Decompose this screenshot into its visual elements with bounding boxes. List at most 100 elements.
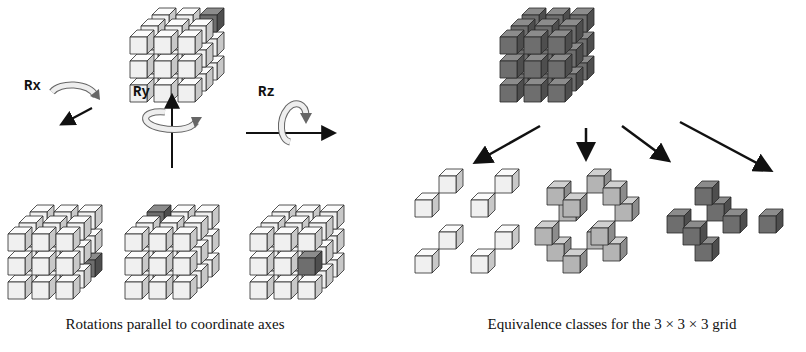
cube-face (495, 176, 512, 193)
cube-face (201, 264, 208, 288)
cube-face (683, 228, 700, 245)
cube-face (171, 54, 178, 78)
cube-face (25, 227, 32, 251)
cube-face (95, 229, 102, 253)
cube-face (500, 61, 517, 78)
cube-face (49, 227, 56, 251)
cube-face (552, 221, 559, 245)
cube-face (603, 244, 620, 261)
cube-face (576, 43, 583, 67)
cube-face (130, 37, 147, 54)
cube-face (432, 193, 439, 217)
cube-face (723, 216, 740, 233)
cube-face (541, 30, 548, 54)
cube-face (125, 234, 142, 251)
cube-face (591, 228, 608, 245)
cube-face (512, 169, 519, 193)
cube-face (620, 237, 627, 261)
cube-face (267, 227, 274, 251)
cube-face (178, 85, 195, 102)
cube-face (439, 232, 456, 249)
cube-face (206, 67, 213, 91)
cube-face (535, 228, 552, 245)
cube-face (712, 181, 719, 205)
cube-face (291, 227, 298, 251)
cube-face (173, 234, 190, 251)
class-arrows (476, 122, 770, 170)
cube-face (84, 240, 91, 264)
cube-face (25, 275, 32, 299)
cube-face (488, 249, 495, 273)
cube-face (173, 258, 190, 275)
cube-face (524, 61, 541, 78)
cube-face (154, 37, 171, 54)
cube-face (587, 176, 604, 193)
rotation-z-icon (246, 104, 334, 142)
cube-face (178, 61, 195, 78)
cube-face (512, 225, 519, 249)
cube-face (620, 181, 627, 205)
cube-face (291, 275, 298, 299)
cube-face (700, 221, 707, 245)
cube-face (195, 30, 202, 54)
cube-face (337, 253, 344, 277)
cube-face (495, 232, 512, 249)
cube-face (217, 8, 224, 32)
cube-face (25, 251, 32, 275)
cube-face (326, 216, 333, 240)
cube-face (154, 61, 171, 78)
cube-face (217, 32, 224, 56)
cube-face (154, 85, 171, 102)
cube-face (315, 251, 322, 275)
cube-face (142, 227, 149, 251)
cube-face (326, 264, 333, 288)
cube-face (73, 251, 80, 275)
cube-face (500, 37, 517, 54)
cube-face (326, 240, 333, 264)
cube-face (315, 275, 322, 299)
cube-face (84, 264, 91, 288)
cube-face (565, 30, 572, 54)
cube-face (149, 234, 166, 251)
cube-face (56, 234, 73, 251)
cube-face (147, 54, 154, 78)
cube-face (274, 234, 291, 251)
cube-face (667, 216, 684, 233)
cube-face (206, 43, 213, 67)
cube-face (195, 78, 202, 102)
cube-face (178, 37, 195, 54)
cube-face (415, 256, 432, 273)
cube-face (471, 256, 488, 273)
cube-face (267, 251, 274, 275)
cube-face (547, 244, 564, 261)
cube-face (337, 229, 344, 253)
cube-face (32, 258, 49, 275)
cube-face (149, 258, 166, 275)
cube-face (274, 282, 291, 299)
cube-face (580, 249, 587, 273)
cube-face (212, 253, 219, 277)
cube-face (32, 282, 49, 299)
cube-face (712, 237, 719, 261)
cube-face (190, 275, 197, 299)
cube-face (267, 275, 274, 299)
cube-face (541, 78, 548, 102)
cube-face (298, 234, 315, 251)
cube-face (580, 193, 587, 217)
cube-face (250, 234, 267, 251)
cube-face (291, 251, 298, 275)
cube-face (95, 253, 102, 277)
cube-face (576, 19, 583, 43)
cube-face (166, 251, 173, 275)
cube-face (548, 37, 565, 54)
cube-face (587, 8, 594, 32)
caption: Rotations parallel to coordinate axes (65, 316, 284, 333)
cube-face (190, 227, 197, 251)
cube-face (149, 282, 166, 299)
axis-label: Ry (133, 84, 150, 100)
cube-face (524, 37, 541, 54)
cube-face (415, 200, 432, 217)
cube-face (615, 204, 632, 221)
cube-face (432, 249, 439, 273)
cube-face (548, 61, 565, 78)
